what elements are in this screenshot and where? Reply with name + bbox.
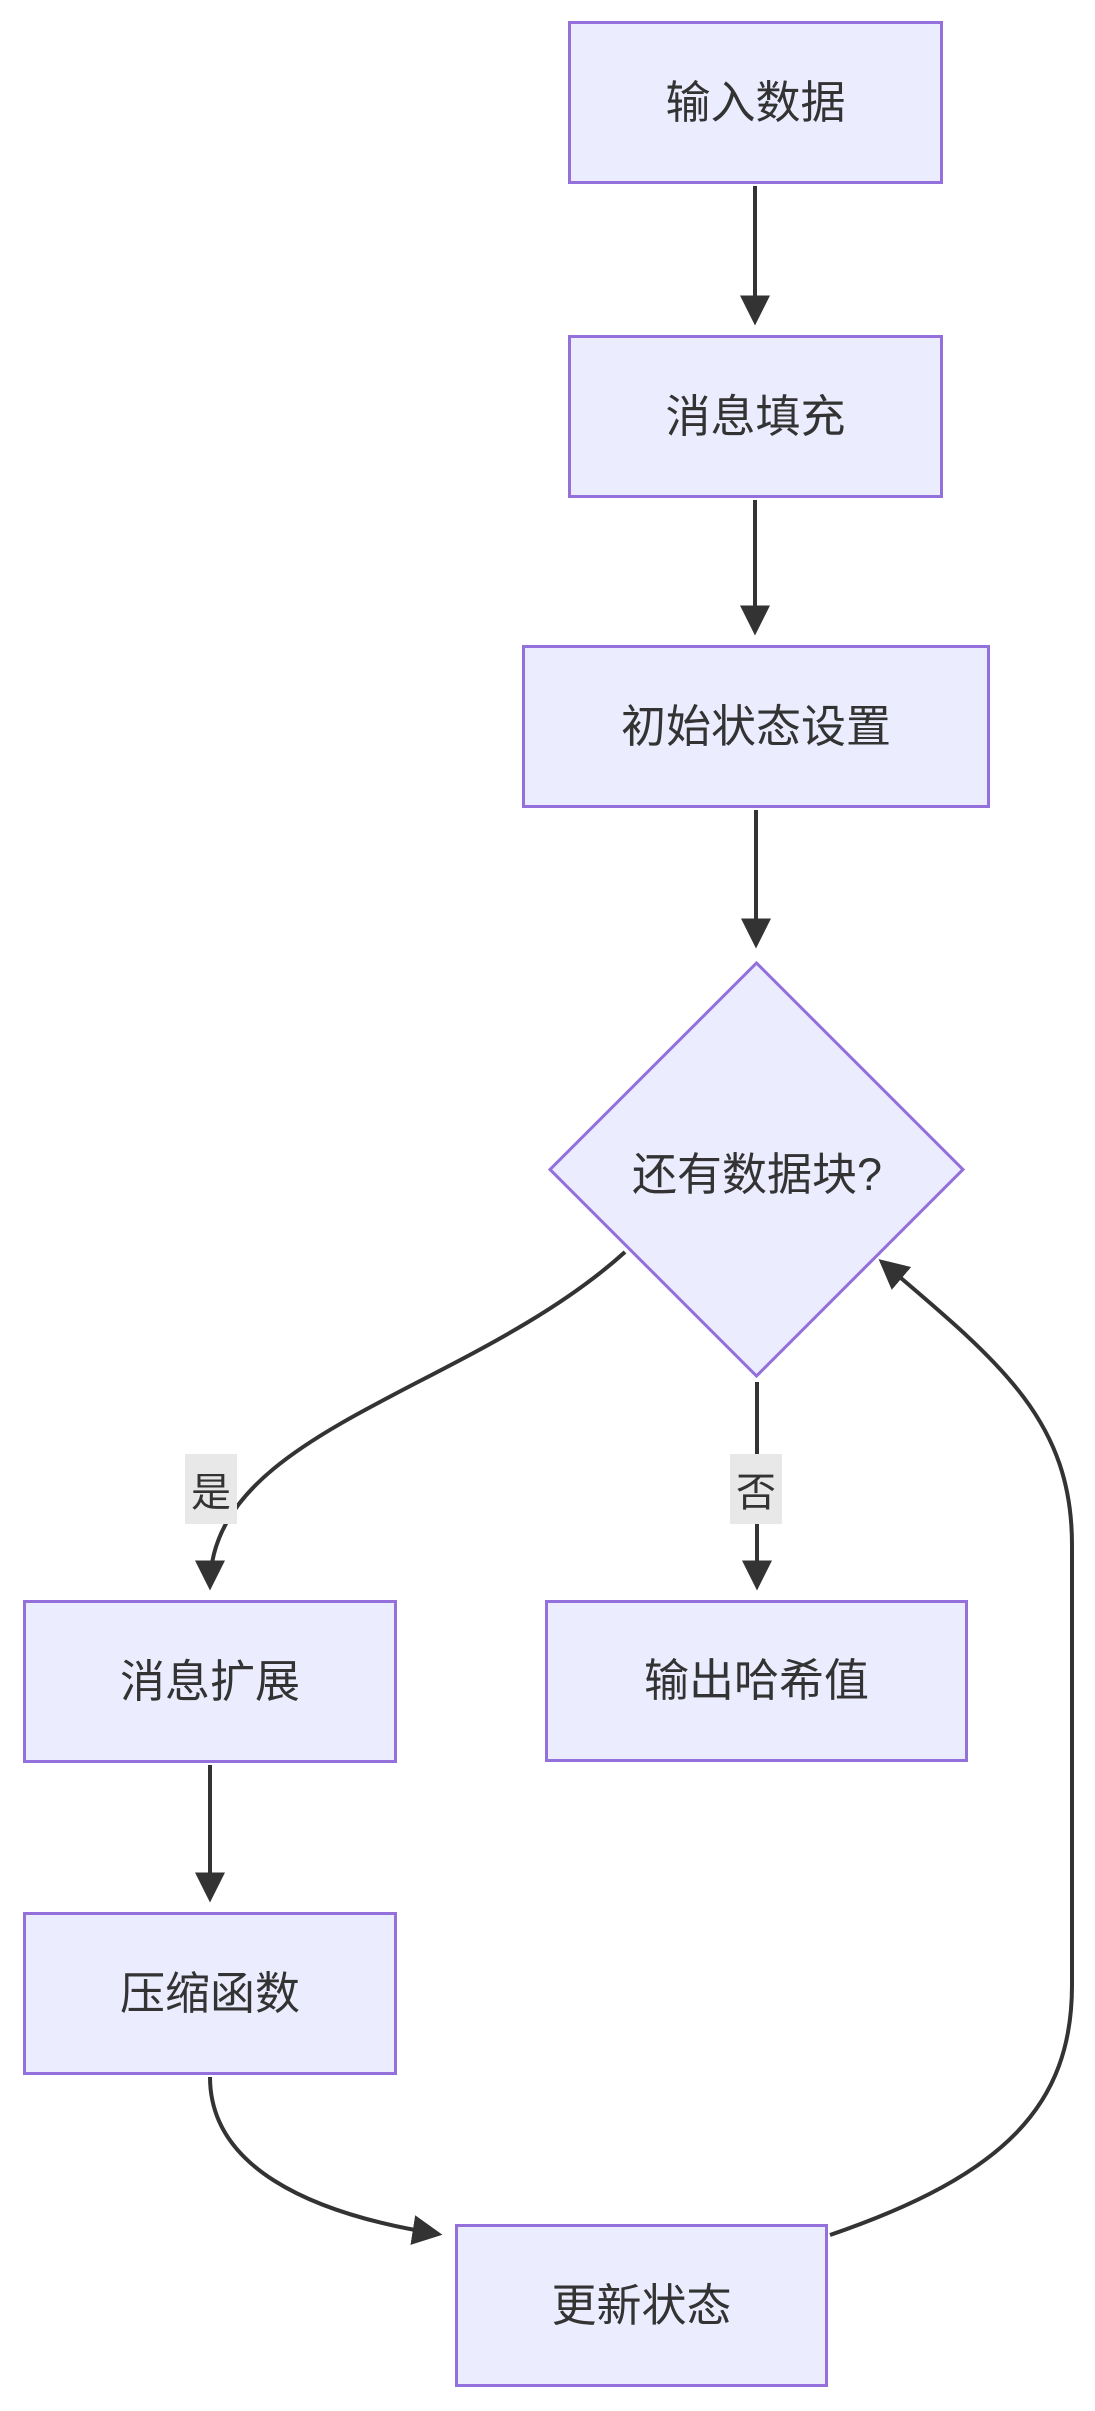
node-compression-function-label: 压缩函数	[119, 1967, 300, 2019]
node-decision-more-blocks-label: 还有数据块?	[631, 1148, 883, 1200]
edge-compress-to-update	[208, 2076, 443, 2245]
node-initial-state-setup-label: 初始状态设置	[620, 700, 891, 752]
node-input-data-label: 输入数据	[665, 76, 846, 128]
node-message-expansion-label: 消息扩展	[119, 1655, 300, 1707]
node-input-data: 输入数据	[568, 21, 943, 184]
edge-decision-to-expand-yes	[195, 1250, 627, 1591]
node-output-hash-value-label: 输出哈希值	[643, 1655, 869, 1706]
node-update-state: 更新状态	[455, 2224, 828, 2387]
node-message-expansion: 消息扩展	[23, 1600, 397, 1763]
edge-label-yes: 是	[185, 1454, 237, 1524]
node-output-hash-value: 输出哈希值	[545, 1600, 968, 1762]
node-update-state-label: 更新状态	[551, 2279, 732, 2331]
node-message-padding-label: 消息填充	[665, 390, 846, 442]
edge-label-no: 否	[730, 1454, 782, 1524]
node-message-padding: 消息填充	[568, 335, 943, 498]
edge-update-to-decision	[829, 1259, 1074, 2237]
node-initial-state-setup: 初始状态设置	[522, 645, 990, 808]
node-compression-function: 压缩函数	[23, 1912, 397, 2075]
